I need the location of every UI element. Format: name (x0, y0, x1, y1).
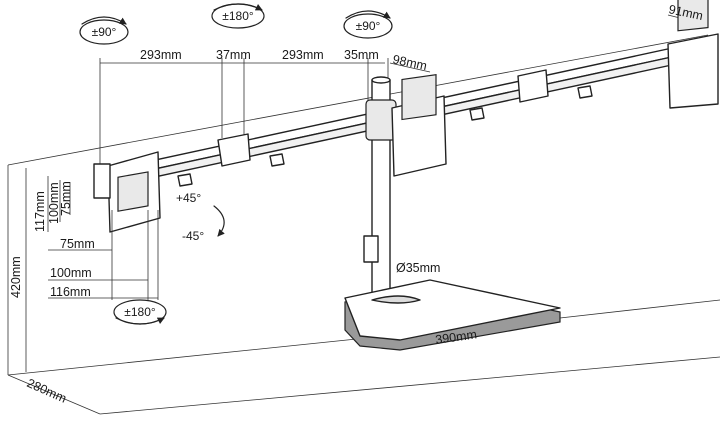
dim-vesa-v-100: 100mm (47, 182, 61, 224)
vesa-plate-center (391, 74, 447, 177)
vesa-plate-left (93, 151, 161, 233)
rotation-badge-bottom: ±180° (113, 299, 167, 325)
rotation-center-top-label: ±180° (222, 9, 254, 23)
dim-plate-depth: 98mm (391, 52, 428, 73)
rotation-badge-center-top: ±180° (211, 3, 265, 29)
dim-vesa-v-75: 75mm (59, 181, 73, 216)
rotation-left-label: ±90° (92, 25, 117, 39)
right-arm-joint (517, 69, 549, 103)
rotation-badge-center: ±90° (343, 10, 393, 39)
rotation-bottom-label: ±180° (124, 305, 156, 319)
dim-base-width: 390mm (434, 327, 477, 347)
dim-height: 420mm (9, 256, 23, 298)
dim-vesa-v-117: 117mm (33, 191, 47, 232)
tilt-indicator: +45° -45° (176, 191, 225, 243)
left-plate-bracket (93, 163, 111, 199)
rotation-badge-left: ±90° (79, 16, 129, 45)
dim-base-depth: 280mm (25, 376, 69, 406)
dim-arm-left: 293mm (140, 48, 182, 62)
cable-clip (363, 235, 379, 263)
dim-arm-right: 293mm (282, 48, 324, 62)
dim-arm-center: 37mm (216, 48, 251, 62)
vesa-dimension-lines (25, 168, 159, 372)
tilt-up-label: +45° (176, 191, 201, 205)
left-arm-joint (217, 133, 251, 167)
dim-pole-width: 35mm (344, 48, 379, 62)
pole (363, 76, 397, 301)
dim-vesa-h-75: 75mm (60, 237, 95, 251)
dim-pole-diameter: Ø35mm (396, 261, 440, 275)
pole-clamp (365, 99, 397, 141)
base (344, 279, 561, 351)
dim-vesa-h-100: 100mm (50, 266, 92, 280)
rotation-center-label: ±90° (356, 19, 381, 33)
vesa-plate-right (667, 0, 719, 109)
dim-vesa-h-116: 116mm (50, 285, 91, 299)
dimension-box-outline (7, 34, 720, 415)
tilt-down-label: -45° (182, 229, 204, 243)
